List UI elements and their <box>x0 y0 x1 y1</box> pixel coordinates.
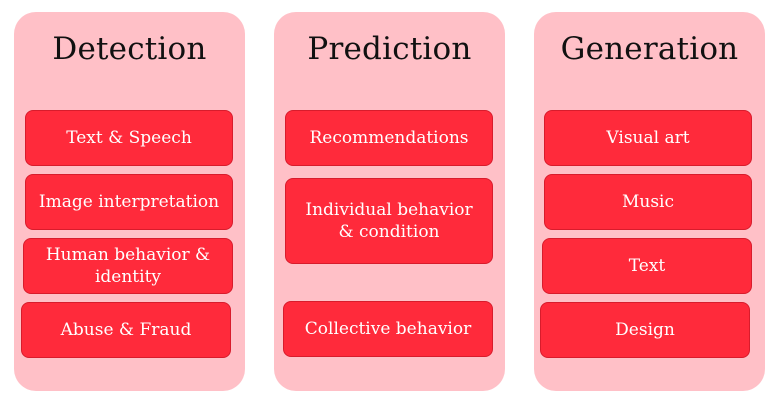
detection-item-abuse-fraud: Abuse & Fraud <box>21 302 231 358</box>
generation-item-music: Music <box>544 174 752 230</box>
detection-item-image-interpretation: Image interpretation <box>25 174 233 230</box>
prediction-title: Prediction <box>307 31 472 67</box>
detection-item-human-behavior-identity: Human behavior & identity <box>23 238 233 294</box>
prediction-item-collective-behavior: Collective behavior <box>283 301 493 357</box>
prediction-item-individual-behavior: Individual behavior & condition <box>285 178 493 264</box>
generation-item-design: Design <box>540 302 750 358</box>
detection-title: Detection <box>52 31 207 67</box>
prediction-item-recommendations: Recommendations <box>285 110 493 166</box>
detection-column: Detection Text & Speech Image interpreta… <box>14 12 245 391</box>
prediction-column: Prediction Recommendations Individual be… <box>274 12 505 391</box>
generation-column: Generation Visual art Music Text Design <box>534 12 765 391</box>
generation-item-text: Text <box>542 238 752 294</box>
generation-title: Generation <box>560 31 739 67</box>
generation-item-visual-art: Visual art <box>544 110 752 166</box>
detection-item-text-speech: Text & Speech <box>25 110 233 166</box>
